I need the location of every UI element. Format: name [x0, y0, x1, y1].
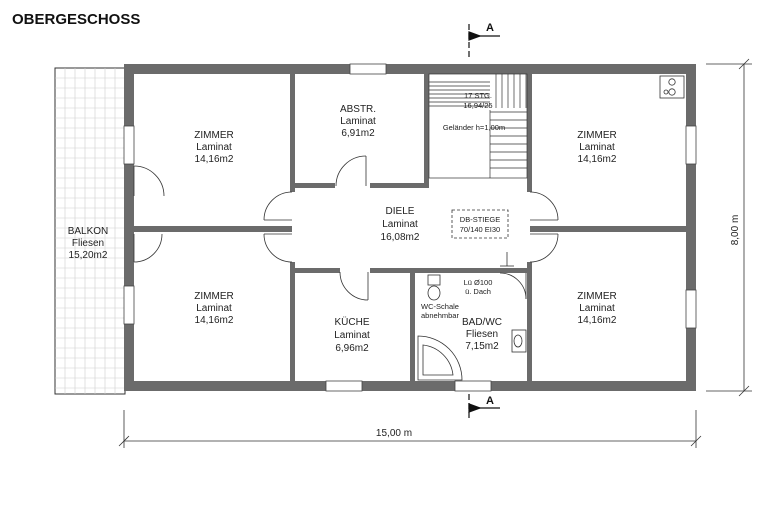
room-zimmer-sw: ZIMMER Laminat 14,16m2 — [194, 291, 234, 326]
room-zimmer-nw: ZIMMER Laminat 14,16m2 — [194, 130, 234, 165]
staircase — [428, 73, 528, 179]
room-name: ZIMMER — [194, 130, 233, 141]
room-floor: Laminat — [334, 330, 370, 341]
room-diele: DIELE Laminat 16,08m2 — [381, 206, 420, 243]
room-floor: Laminat — [340, 116, 376, 127]
db-stiege-hatch — [451, 209, 509, 239]
room-floor: Laminat — [579, 303, 615, 314]
room-name: DIELE — [386, 206, 415, 217]
room-kueche: KÜCHE Laminat 6,96m2 — [334, 316, 370, 354]
room-name: KÜCHE — [334, 316, 369, 328]
stair-labels: 17 STG. 16,94/25 Geländer h=1,00m — [443, 91, 505, 132]
wc-icon — [427, 274, 441, 301]
room-abstr: ABSTR. Laminat 6,91m2 — [340, 104, 376, 139]
db-stiege-label: DB-STIEGE 70/140 EI30 — [460, 215, 500, 234]
room-name: ZIMMER — [577, 291, 616, 302]
sink-icon — [511, 329, 527, 353]
section-label: A — [486, 395, 494, 407]
room-name: BALKON — [68, 226, 109, 237]
wc-note-2: abnehmbar — [421, 311, 459, 320]
vent-note-2: ü. Dach — [465, 287, 491, 296]
room-name: BAD/WC — [462, 317, 502, 328]
room-floor: Laminat — [196, 303, 232, 314]
room-area: 6,96m2 — [335, 343, 369, 354]
room-zimmer-ne: ZIMMER Laminat 14,16m2 — [577, 130, 617, 165]
vent-note-1: Lü Ø100 — [464, 278, 493, 287]
dimension-width: 15,00 m — [118, 410, 702, 448]
room-balkon: BALKON Fliesen 15,20m2 — [68, 226, 109, 261]
section-marker-bottom: A — [468, 394, 500, 420]
room-area: 14,16m2 — [578, 315, 617, 326]
room-area: 14,16m2 — [195, 154, 234, 165]
stove-icon — [659, 75, 685, 99]
room-name: ABSTR. — [340, 104, 376, 115]
railing-note: Geländer h=1,00m — [443, 123, 505, 132]
room-area: 14,16m2 — [195, 315, 234, 326]
room-area: 6,91m2 — [341, 128, 375, 139]
room-area: 7,15m2 — [465, 341, 499, 352]
room-area: 14,16m2 — [578, 154, 617, 165]
dimension-depth: 8,00 m — [706, 58, 752, 397]
wc-note-1: WC-Schale — [421, 302, 459, 311]
room-floor: Laminat — [579, 142, 615, 153]
room-area: 15,20m2 — [69, 250, 108, 261]
db-line1: DB-STIEGE — [460, 215, 500, 224]
section-label: A — [486, 22, 494, 34]
room-bad: BAD/WC Fliesen 7,15m2 WC-Schale abnehmba… — [421, 278, 502, 352]
interior-walls — [134, 74, 686, 381]
room-floor: Laminat — [196, 142, 232, 153]
depth-label: 8,00 m — [730, 215, 741, 246]
room-zimmer-se: ZIMMER Laminat 14,16m2 — [577, 291, 617, 326]
stair-ratio: 16,94/25 — [463, 101, 492, 110]
exterior-walls — [124, 64, 696, 391]
db-line2: 70/140 EI30 — [460, 225, 500, 234]
section-marker-top: A — [468, 22, 500, 60]
balcony — [54, 67, 126, 395]
room-name: ZIMMER — [194, 291, 233, 302]
room-floor: Laminat — [382, 219, 418, 230]
doors — [133, 155, 559, 301]
room-area: 16,08m2 — [381, 232, 420, 243]
room-name: ZIMMER — [577, 130, 616, 141]
stair-count: 17 STG. — [464, 91, 492, 100]
room-floor: Fliesen — [72, 238, 104, 249]
width-label: 15,00 m — [376, 428, 412, 439]
bathtub-icon — [417, 335, 463, 381]
plan-title: OBERGESCHOSS — [12, 11, 140, 28]
windows — [123, 63, 697, 392]
room-floor: Fliesen — [466, 329, 498, 340]
